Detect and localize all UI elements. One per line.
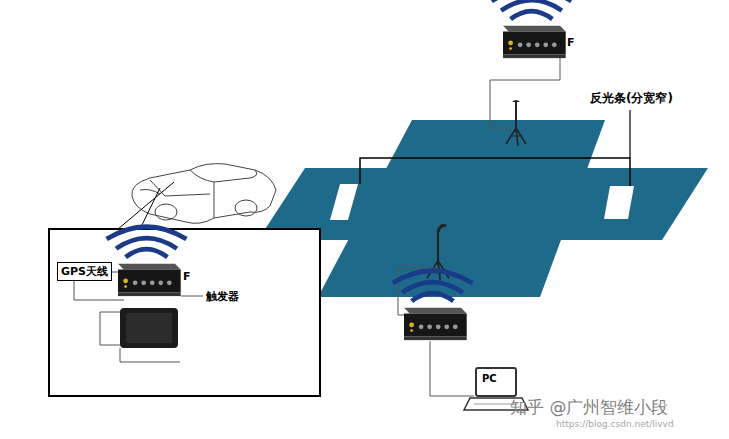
label-box: PC — [480, 373, 499, 384]
callout-label: 反光条(分宽窄) — [590, 90, 673, 107]
watermark: https://blog.csdn.net/livvd — [556, 419, 674, 429]
label-text: GPS天线 — [61, 264, 108, 279]
label-box: GPS天线 — [57, 262, 112, 281]
device-mark: F — [183, 270, 191, 283]
label-text: 触发器 — [206, 289, 239, 304]
device-mark: F — [567, 36, 575, 49]
watermark: 知乎 @广州智维小段 — [510, 396, 668, 419]
label-box: 触发器 — [204, 288, 241, 305]
label-text: PC — [482, 373, 497, 384]
